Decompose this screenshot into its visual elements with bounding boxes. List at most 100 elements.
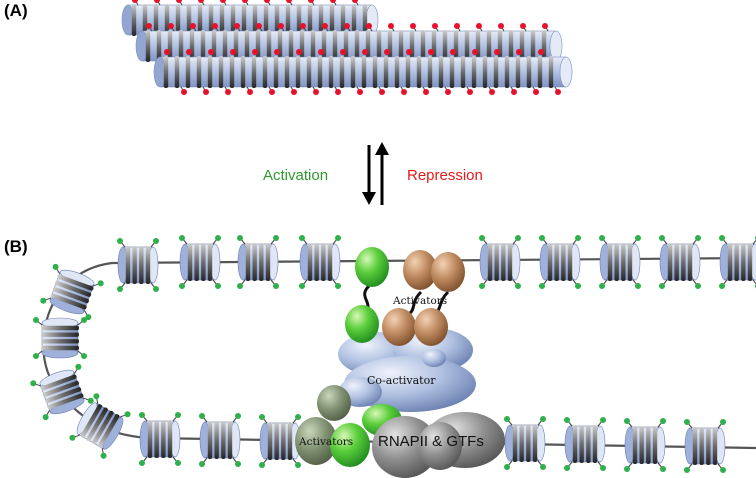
histone-mark	[81, 317, 87, 323]
nucleosome	[659, 235, 701, 289]
histone-mark	[423, 89, 429, 95]
histone-mark	[684, 467, 690, 473]
activator-dark-green	[295, 417, 337, 465]
histone-mark	[295, 462, 301, 468]
activator-brown	[431, 252, 465, 292]
histone-mark	[330, 0, 336, 3]
panel-b-label: (B)	[4, 237, 28, 256]
histone-mark	[357, 89, 363, 95]
compact-chromatin-fiber	[121, 0, 573, 95]
nucleosome	[179, 235, 221, 289]
activator-brown	[403, 250, 437, 290]
fiber-row	[153, 49, 573, 95]
histone-mark	[600, 417, 606, 423]
nucleosome	[299, 235, 341, 289]
histone-mark	[273, 283, 279, 289]
histone-mark	[719, 235, 725, 241]
activation-label: Activation	[263, 167, 328, 184]
histone-mark	[542, 23, 548, 29]
histone-mark	[33, 317, 39, 323]
histone-mark	[450, 49, 456, 55]
rnapii-label: RNAPII & GTFs	[378, 433, 484, 450]
histone-mark	[40, 297, 47, 304]
histone-mark	[230, 49, 236, 55]
histone-mark	[117, 238, 123, 244]
histone-mark	[190, 23, 196, 29]
histone-mark	[256, 23, 262, 29]
histone-mark	[117, 286, 123, 292]
histone-mark	[494, 49, 500, 55]
histone-mark	[515, 235, 521, 241]
histone-mark	[291, 89, 297, 95]
histone-mark	[599, 235, 605, 241]
histone-mark	[235, 413, 241, 419]
histone-mark	[659, 283, 665, 289]
histone-mark	[69, 434, 76, 441]
histone-mark	[199, 461, 205, 467]
histone-mark	[540, 416, 546, 422]
nucleosome	[30, 363, 94, 421]
histone-mark	[273, 235, 279, 241]
histone-mark	[660, 418, 666, 424]
nucleosome	[33, 317, 87, 359]
histone-mark	[515, 283, 521, 289]
histone-mark	[660, 466, 666, 472]
histone-mark	[299, 283, 305, 289]
histone-mark	[539, 283, 545, 289]
histone-mark	[476, 23, 482, 29]
panel-a-label: (A)	[4, 1, 28, 20]
nucleosome	[564, 417, 606, 471]
histone-mark	[445, 89, 451, 95]
histone-mark	[274, 49, 280, 55]
histone-mark	[504, 416, 510, 422]
histone-mark	[362, 49, 368, 55]
histone-mark	[406, 49, 412, 55]
histone-mark	[176, 0, 182, 3]
histone-mark	[269, 89, 275, 95]
histone-mark	[264, 0, 270, 3]
histone-mark	[454, 23, 460, 29]
histone-mark	[153, 238, 159, 244]
histone-mark	[186, 49, 192, 55]
histone-mark	[215, 283, 221, 289]
activator-dark-green	[317, 385, 351, 421]
histone-mark	[635, 283, 641, 289]
histone-mark	[146, 23, 152, 29]
histone-mark	[132, 0, 138, 3]
histone-mark	[164, 49, 170, 55]
histone-mark	[220, 0, 226, 3]
nucleosome	[684, 419, 726, 473]
nucleosome	[40, 263, 104, 321]
histone-mark	[564, 465, 570, 471]
histone-mark	[33, 353, 39, 359]
histone-mark	[278, 23, 284, 29]
histone-mark	[539, 235, 545, 241]
histone-mark	[401, 89, 407, 95]
histone-mark	[472, 49, 478, 55]
nucleosome	[259, 414, 301, 468]
nucleosome	[539, 235, 581, 289]
histone-mark	[366, 23, 372, 29]
histone-mark	[139, 460, 145, 466]
histone-mark	[719, 283, 725, 289]
open-chromatin-fiber	[30, 235, 756, 473]
histone-mark	[175, 412, 181, 418]
nucleosome	[599, 235, 641, 289]
histone-mark	[564, 417, 570, 423]
histone-mark	[335, 235, 341, 241]
nucleosome	[69, 393, 131, 459]
nucleosome	[479, 235, 521, 289]
histone-mark	[600, 465, 606, 471]
histone-mark	[52, 263, 59, 270]
histone-mark	[498, 23, 504, 29]
activators-bottom-label: Activators	[298, 436, 353, 448]
histone-mark	[388, 23, 394, 29]
histone-mark	[42, 414, 49, 421]
histone-mark	[259, 462, 265, 468]
histone-mark	[247, 89, 253, 95]
histone-mark	[624, 466, 630, 472]
histone-mark	[720, 467, 726, 473]
histone-mark	[97, 280, 104, 287]
histone-mark	[259, 414, 265, 420]
